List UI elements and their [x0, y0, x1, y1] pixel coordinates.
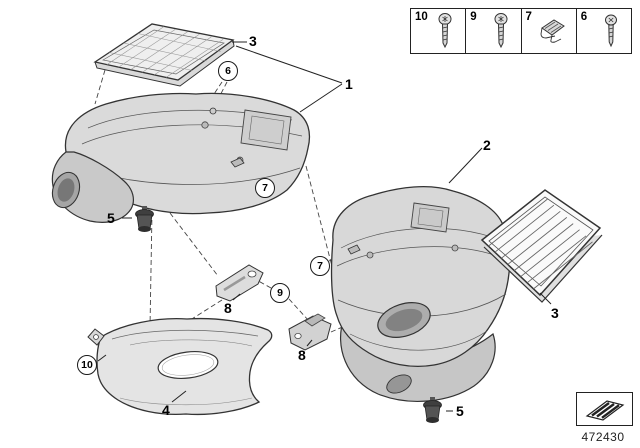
screw-icon [438, 13, 452, 49]
legend-item-10[interactable]: 10 [411, 9, 465, 53]
callout-clip-7-left[interactable]: 7 [255, 178, 275, 198]
info-box[interactable] [576, 392, 633, 426]
legend-item-label: 10 [415, 11, 428, 23]
filter-element-left [93, 23, 235, 87]
clip-icon [540, 19, 565, 43]
air-cleaner-housing-right [330, 185, 511, 402]
legend-item-6[interactable]: 6 [575, 9, 631, 53]
legend-item-label: 6 [580, 11, 588, 23]
intake-duct-left [51, 151, 134, 223]
callout-mount-left[interactable]: 5 [107, 210, 115, 226]
hatched-wedge-icon [585, 400, 624, 421]
fastener-legend: 10 9 7 [410, 8, 632, 54]
callout-bracket-upper[interactable]: 8 [224, 300, 232, 316]
callout-assembly-2[interactable]: 2 [483, 137, 491, 153]
callout-mount-right[interactable]: 5 [456, 403, 464, 419]
leader-lines [97, 41, 552, 412]
callout-screw-9[interactable]: 9 [270, 283, 290, 303]
rubber-mount-right [423, 397, 442, 423]
callout-filter-top[interactable]: 3 [249, 33, 257, 49]
callout-cover[interactable]: 4 [162, 402, 170, 418]
legend-item-9[interactable]: 9 [465, 9, 520, 53]
callout-assembly-1[interactable]: 1 [345, 76, 353, 92]
callout-screw-6[interactable]: 6 [218, 61, 238, 81]
rubber-mount-left [135, 206, 154, 232]
air-duct-cover [87, 317, 273, 416]
callout-clip-7-right[interactable]: 7 [310, 256, 330, 276]
bracket-upper [215, 264, 264, 302]
screw-icon [605, 14, 617, 48]
legend-item-label: 7 [525, 11, 532, 23]
bracket-lower [288, 313, 332, 351]
legend-item-label: 9 [470, 11, 477, 23]
filter-element-right [480, 189, 603, 303]
callout-screw-10[interactable]: 10 [77, 355, 97, 375]
part-number: 472430 [581, 430, 625, 444]
callout-bracket-lower[interactable]: 8 [298, 347, 306, 363]
screw-icon [494, 13, 507, 49]
callout-filter-right[interactable]: 3 [551, 305, 559, 321]
legend-item-7[interactable]: 7 [520, 9, 576, 53]
